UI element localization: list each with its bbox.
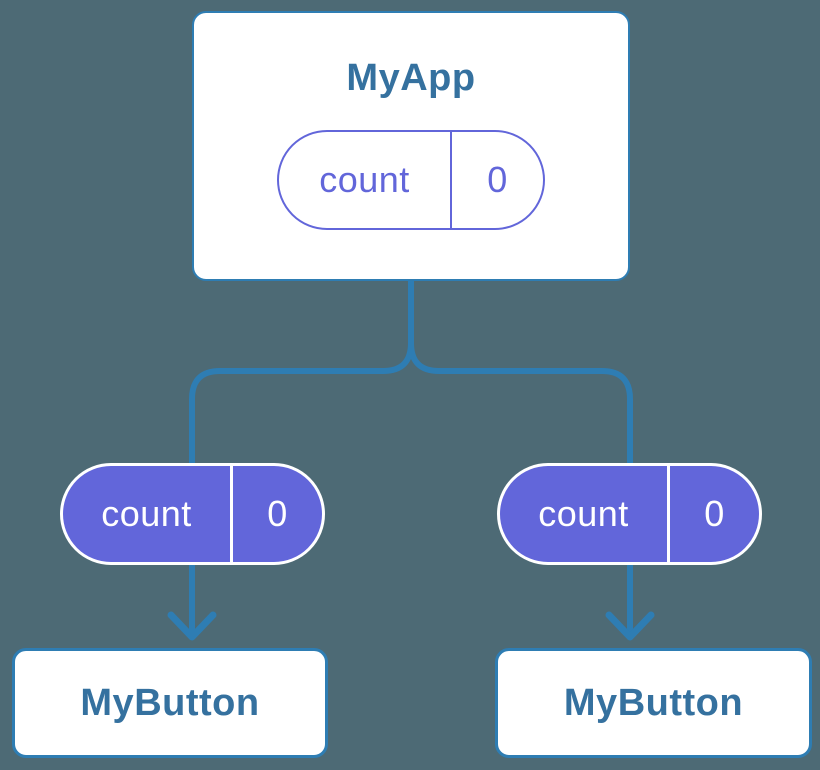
prop-pill-label: count — [63, 466, 233, 562]
right-arrowhead-icon — [605, 611, 655, 641]
root-state-pill: count 0 — [277, 130, 545, 230]
state-pill-value: 0 — [487, 159, 508, 200]
mybutton-card-left: MyButton — [12, 648, 328, 758]
state-pill-label: count — [279, 132, 452, 228]
prop-pill-value: 0 — [704, 493, 725, 534]
left-arrowhead-icon — [167, 611, 217, 641]
branch-right-connector — [408, 281, 633, 468]
node-title: MyButton — [563, 682, 744, 724]
prop-pill-value: 0 — [267, 493, 288, 534]
node-title: MyButton — [80, 682, 260, 724]
mybutton-card-right: MyButton — [495, 648, 812, 758]
myapp-card: MyApp count 0 — [192, 11, 630, 281]
branch-left-connector — [189, 281, 414, 468]
prop-pill-label: count — [500, 466, 670, 562]
left-prop-pill: count 0 — [60, 463, 325, 565]
node-title: MyApp — [346, 57, 476, 99]
right-prop-pill: count 0 — [497, 463, 762, 565]
